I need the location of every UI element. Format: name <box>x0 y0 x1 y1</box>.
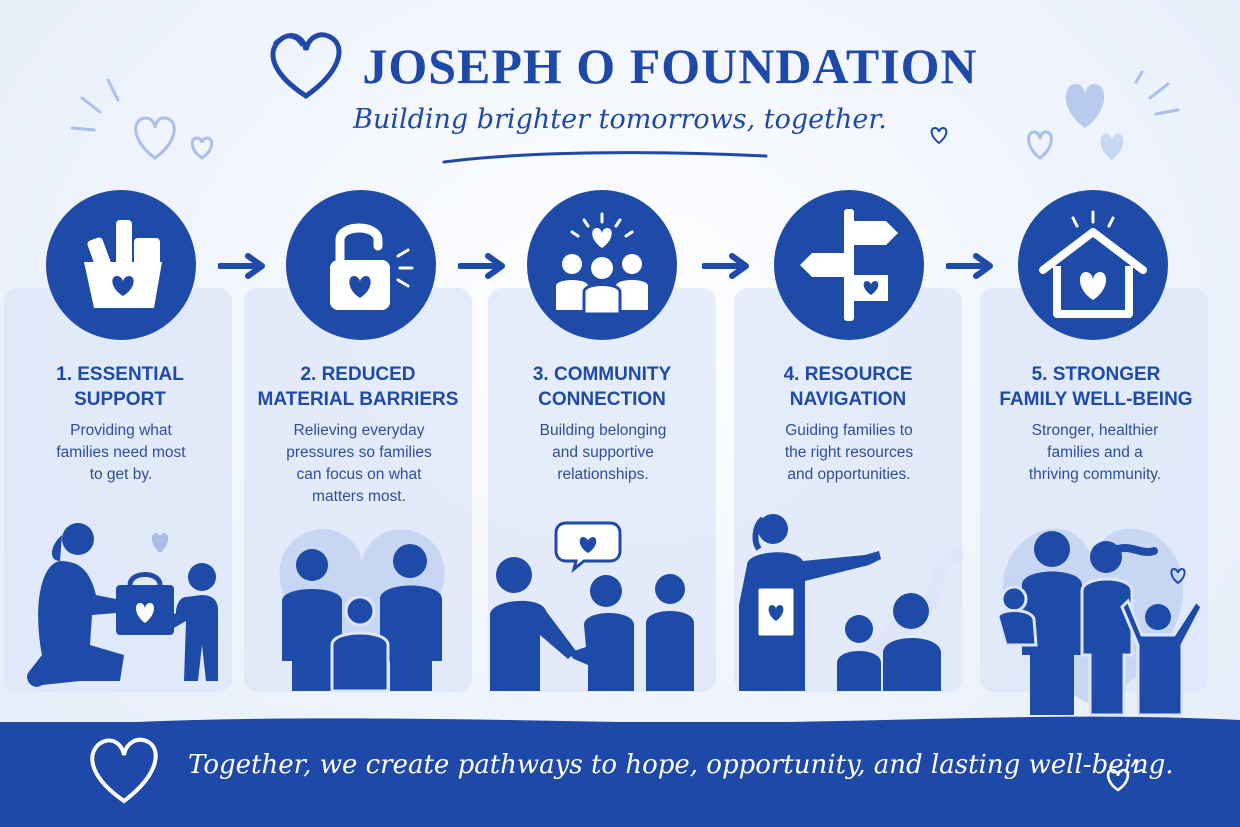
supply-box-icon <box>84 220 162 308</box>
scene-caregiver-giving-box <box>27 523 218 687</box>
step-icon-circle-4 <box>774 190 924 340</box>
arrow-right-icon <box>946 253 993 279</box>
step-description-1: Providing what families need most to get… <box>56 422 186 483</box>
footer-banner <box>0 722 1240 827</box>
page-title: JOSEPH O FOUNDATION <box>362 38 978 94</box>
heart-logo-icon <box>270 32 342 100</box>
arrow-right-icon <box>218 253 265 279</box>
arrow-right-icon <box>702 253 749 279</box>
scene-family-heart <box>279 529 445 693</box>
step-title-3: 3. COMMUNITY CONNECTION <box>532 364 672 410</box>
step-title-1: 1. ESSENTIAL SUPPORT <box>56 364 184 410</box>
footer-heart-icon <box>90 737 158 804</box>
tagline: Building brighter tomorrows, together. <box>353 104 887 135</box>
step-description-2: Relieving everyday pressures so families… <box>286 422 432 505</box>
step-description-3: Building belonging and supportive relati… <box>539 422 667 483</box>
tagline-heart-icon <box>930 126 948 145</box>
step-title-4: 4. RESOURCE NAVIGATION <box>783 364 913 410</box>
scene-guide-pointing <box>739 514 963 691</box>
step-icon-circle-3 <box>527 190 677 340</box>
step-description-5: Stronger, healthier families and a thriv… <box>1028 422 1162 483</box>
signpost-icon <box>800 209 898 321</box>
step-description-4: Guiding families to the right resources … <box>784 422 914 483</box>
step-icon-circle-1 <box>46 190 196 340</box>
community-group-icon <box>556 212 648 316</box>
decorative-hearts-left <box>70 78 214 160</box>
arrow-right-icon <box>458 253 505 279</box>
scene-joyful-family <box>996 528 1204 717</box>
unlocked-padlock-icon <box>330 223 414 310</box>
home-heart-icon <box>1039 210 1147 318</box>
tagline-underline <box>442 151 768 164</box>
scene-handshake <box>490 521 694 691</box>
step-title-5: 5. STRONGER FAMILY WELL-BEING <box>999 364 1193 410</box>
header: JOSEPH O FOUNDATION Building brighter to… <box>0 30 1240 135</box>
footer-message: Together, we create pathways to hope, op… <box>188 750 1174 780</box>
decorative-hearts-right <box>1027 70 1180 160</box>
step-icon-circle-2 <box>286 190 436 340</box>
footer-small-heart-icon <box>1106 759 1143 792</box>
step-title-2: 2. REDUCED MATERIAL BARRIERS <box>257 364 459 410</box>
step-icon-circle-5 <box>1018 190 1168 340</box>
